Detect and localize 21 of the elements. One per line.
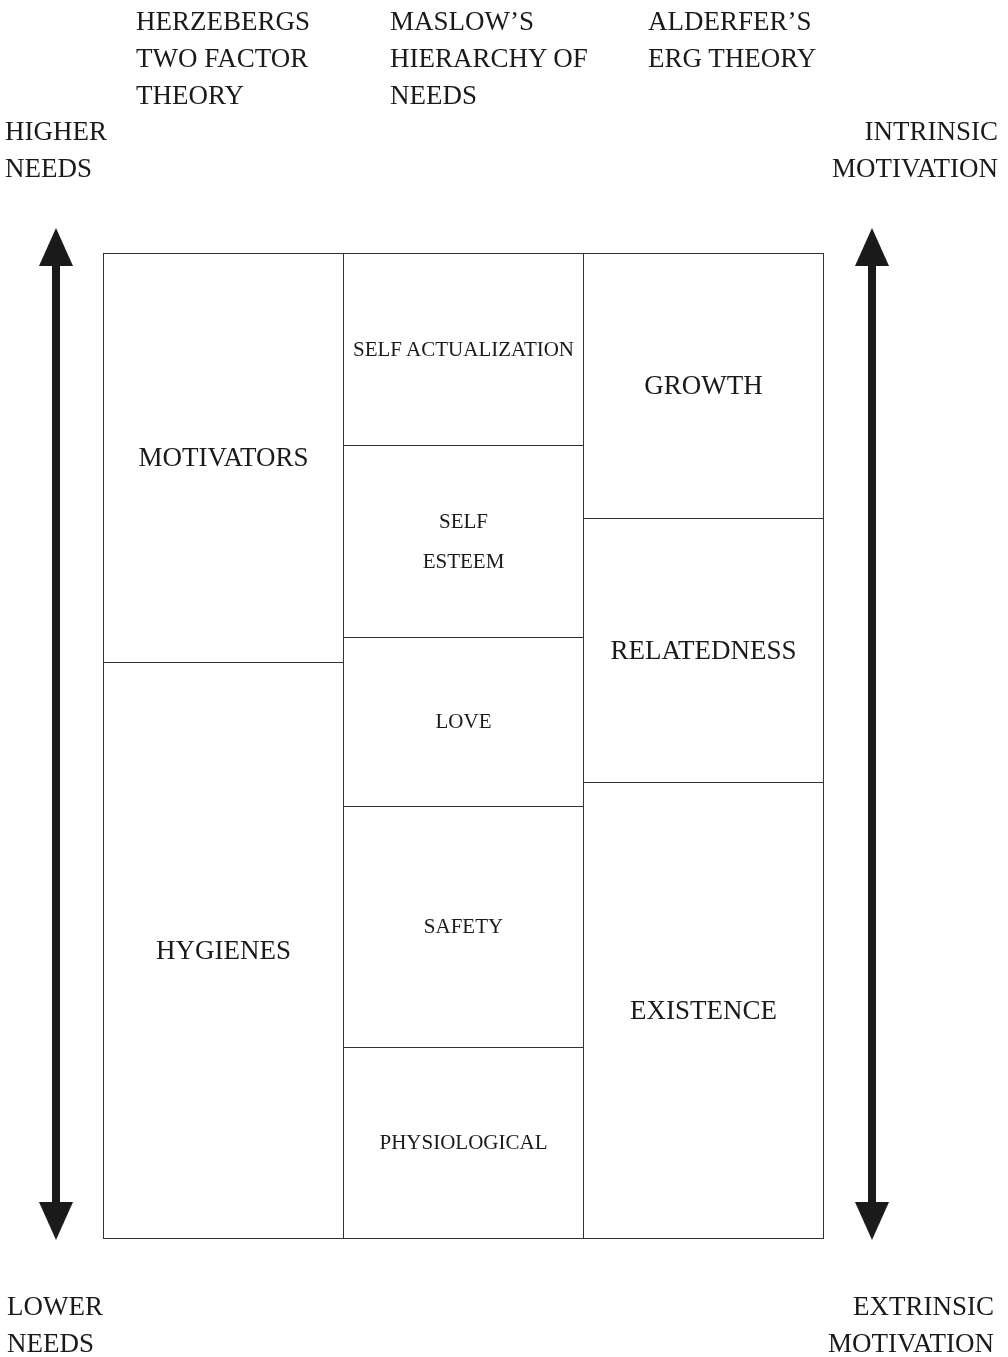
need-label: LOVE bbox=[435, 708, 492, 736]
column-heading: MASLOW’S HIERARCHY OF NEEDS bbox=[390, 5, 589, 112]
need-label: HYGIENES bbox=[156, 933, 291, 967]
need-label: EXISTENCE bbox=[630, 993, 777, 1027]
axis-label: LOWER NEEDS bbox=[7, 1290, 104, 1357]
need-label: MOTIVATORS bbox=[138, 441, 309, 475]
need-label: RELATEDNESS bbox=[610, 633, 797, 667]
need-label: SAFETY bbox=[423, 913, 504, 941]
table-cell bbox=[583, 253, 824, 519]
need-label: PHYSIOLOGICAL bbox=[379, 1129, 548, 1157]
table-cell bbox=[583, 782, 824, 1239]
table-cell bbox=[103, 253, 344, 663]
axis-label: HIGHER NEEDS bbox=[5, 115, 108, 185]
need-label: GROWTH bbox=[644, 369, 763, 403]
need-label: SELF ACTUALIZATION bbox=[352, 335, 575, 363]
table-cell bbox=[103, 662, 344, 1239]
axis-label: EXTRINSIC MOTIVATION bbox=[827, 1290, 994, 1357]
axis-label: INTRINSIC MOTIVATION bbox=[831, 115, 998, 185]
column-heading: ALDERFER’S ERG THEORY bbox=[648, 5, 818, 75]
column-heading: HERZEBERGS TWO FACTOR THEORY bbox=[136, 5, 311, 112]
need-label: SELF ESTEEM bbox=[421, 507, 506, 575]
